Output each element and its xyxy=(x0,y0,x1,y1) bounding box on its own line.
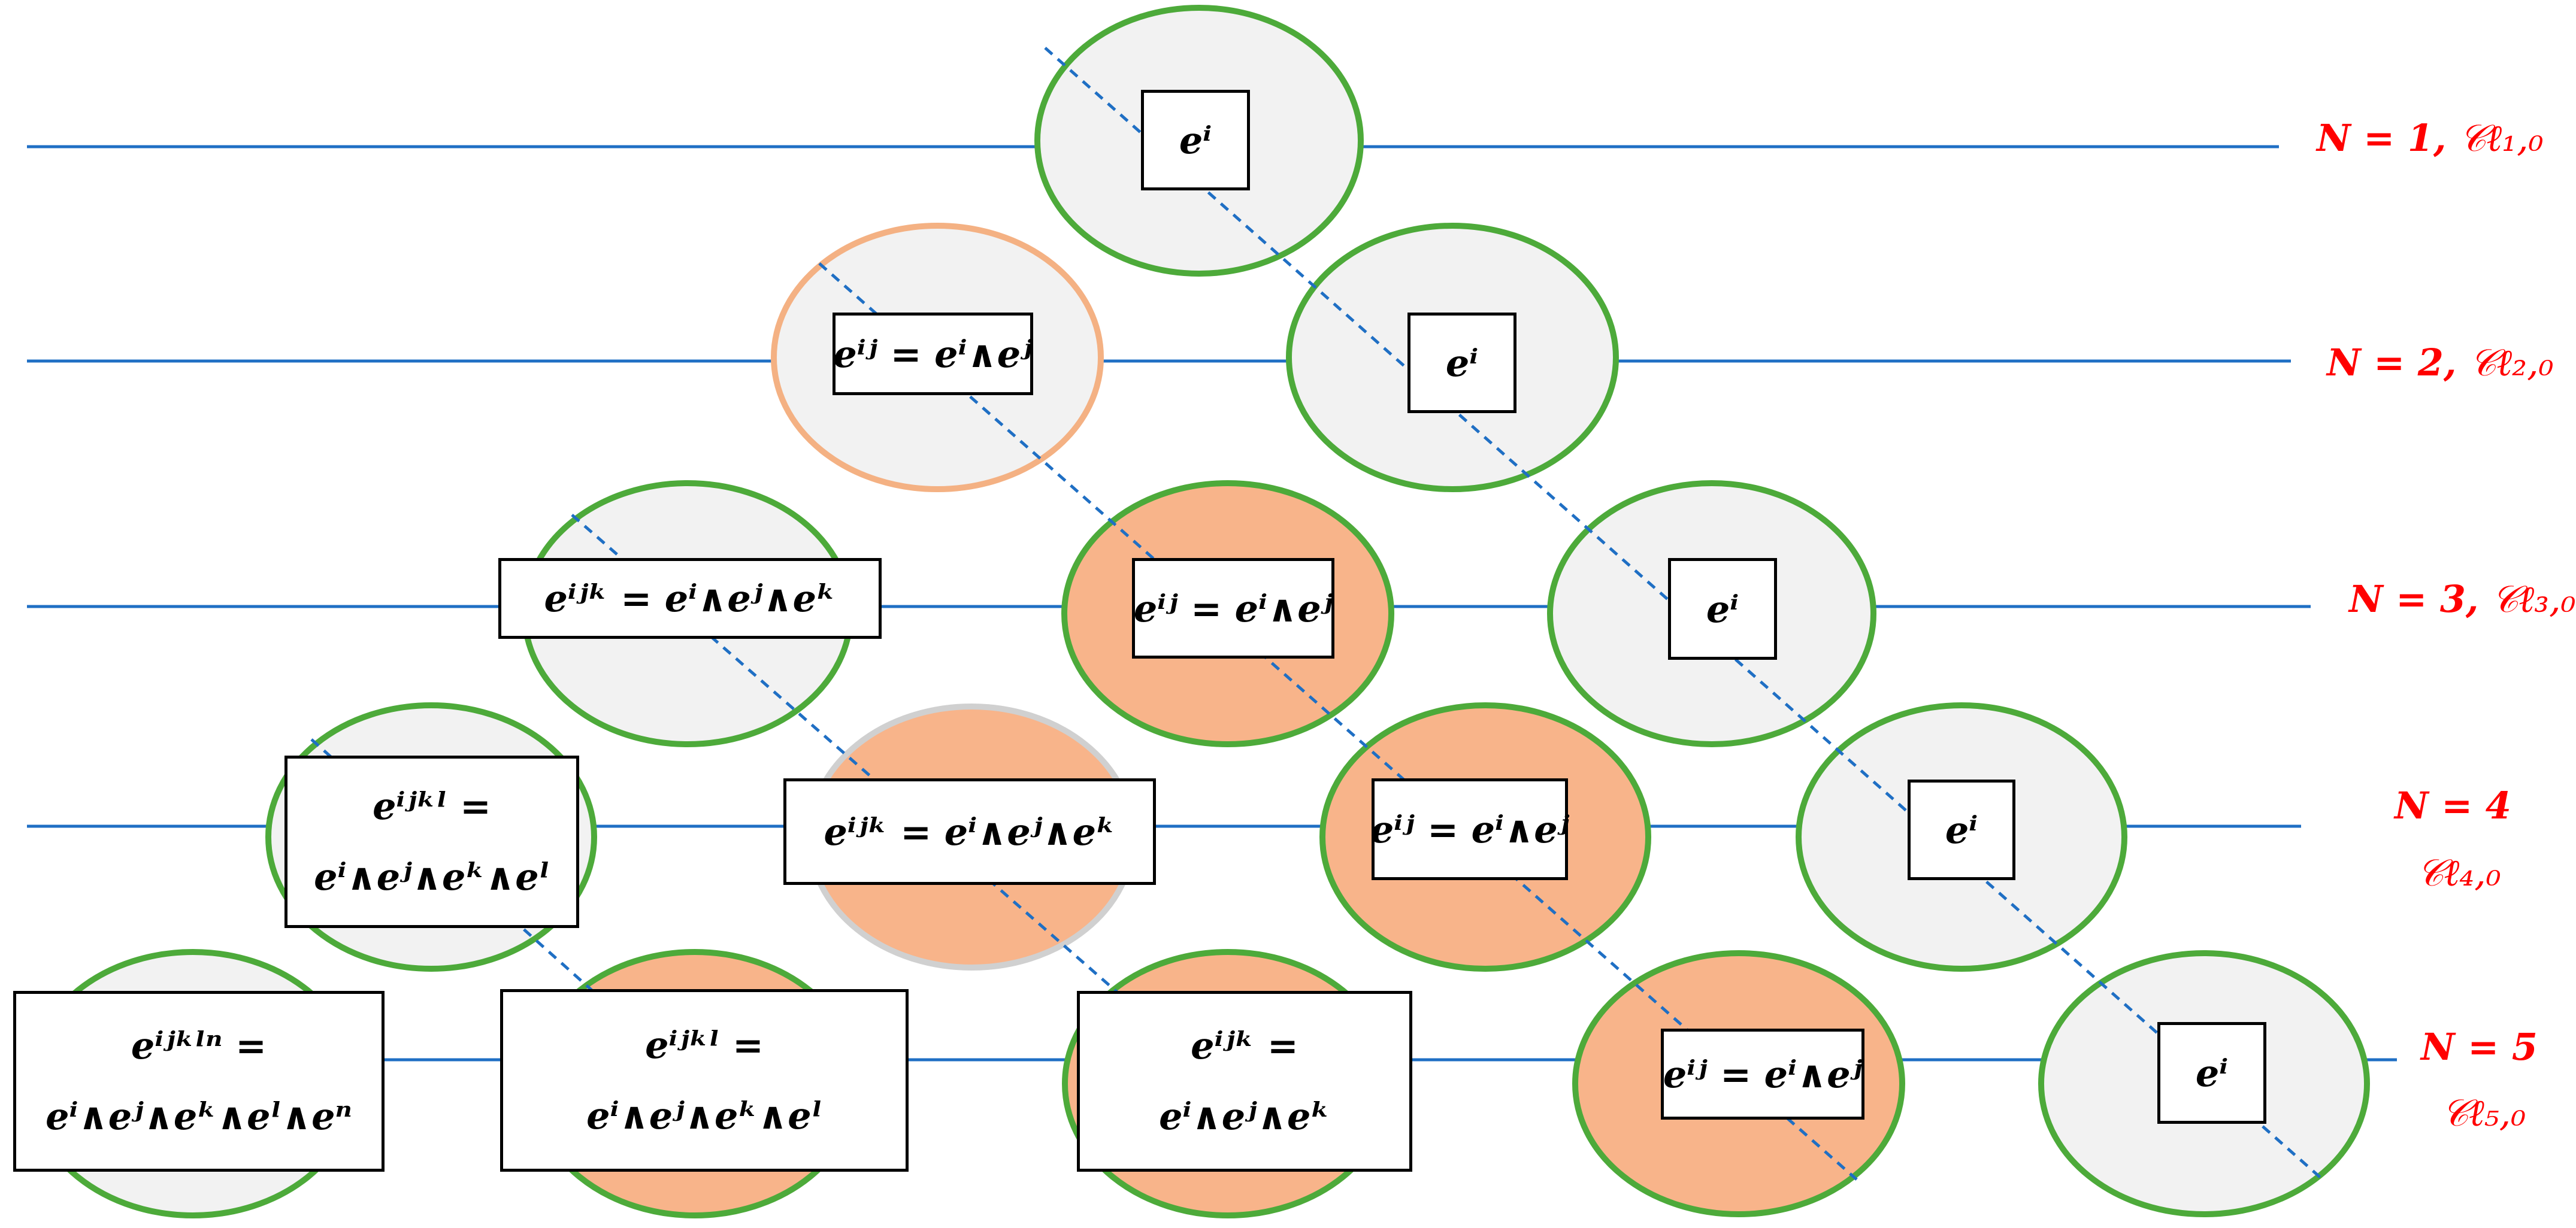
formula-text: eⁱʲ = eⁱ∧eʲ xyxy=(1663,1052,1863,1096)
formula-text: eⁱ xyxy=(1179,118,1212,162)
algebra-label: 𝒞ℓ₃,₀ xyxy=(2492,577,2576,621)
formula-text: eⁱ xyxy=(1706,587,1739,631)
formula-box-n5-quadvector: eⁱʲᵏˡ = eⁱ∧eʲ∧eᵏ∧eˡ xyxy=(500,989,909,1172)
formula-box-n2-bivector: eⁱʲ = eⁱ∧eʲ xyxy=(833,313,1033,395)
formula-box-n3-bivector: eⁱʲ = eⁱ∧eʲ xyxy=(1132,558,1334,659)
formula-text-line2: eⁱ∧eʲ∧eᵏ xyxy=(1159,1094,1330,1138)
formula-text: eⁱʲᵏ = eⁱ∧eʲ∧eᵏ xyxy=(824,809,1116,854)
formula-text: eⁱʲ = eⁱ∧eʲ xyxy=(1370,807,1570,851)
formula-box-n3-basis-vector: eⁱ xyxy=(1668,558,1777,660)
dimension-label: N = 2, xyxy=(2327,341,2457,384)
formula-text: eⁱ xyxy=(2195,1051,2229,1095)
row-label-n5: N = 5 𝒞ℓ₅,₀ xyxy=(2421,1029,2538,1132)
formula-box-n3-trivector: eⁱʲᵏ = eⁱ∧eʲ∧eᵏ xyxy=(498,558,882,639)
algebra-label: 𝒞ℓ₅,₀ xyxy=(2441,1091,2526,1135)
formula-text-line2: eⁱ∧eʲ∧eᵏ∧eˡ∧eⁿ xyxy=(46,1094,352,1138)
formula-box-n4-basis-vector: eⁱ xyxy=(1908,780,2015,880)
dimension-label: N = 5 xyxy=(2421,1025,2538,1069)
formula-box-n5-basis-vector: eⁱ xyxy=(2157,1022,2266,1124)
formula-text-line1: eⁱʲᵏˡⁿ = xyxy=(131,1024,267,1068)
formula-text-line1: eⁱʲᵏ = xyxy=(1191,1024,1298,1068)
formula-text: eⁱʲ = eⁱ∧eʲ xyxy=(1133,586,1333,630)
row-label-n1: N = 1, 𝒞ℓ₁,₀ xyxy=(2317,120,2544,157)
formula-text-line1: eⁱʲᵏˡ = xyxy=(645,1023,764,1067)
formula-box-n5-pentavector: eⁱʲᵏˡⁿ = eⁱ∧eʲ∧eᵏ∧eˡ∧eⁿ xyxy=(13,991,385,1172)
row-label-n4: N = 4 𝒞ℓ₄,₀ xyxy=(2395,787,2511,892)
formula-text: eⁱʲ = eⁱ∧eʲ xyxy=(833,332,1033,376)
formula-box-n4-quadvector: eⁱʲᵏˡ = eⁱ∧eʲ∧eᵏ∧eˡ xyxy=(284,756,579,928)
algebra-label: 𝒞ℓ₄,₀ xyxy=(2417,851,2501,895)
algebra-label: 𝒞ℓ₁,₀ xyxy=(2459,116,2544,160)
formula-text-line1: eⁱʲᵏˡ = xyxy=(373,784,491,829)
formula-box-n1-basis-vector: eⁱ xyxy=(1141,90,1250,190)
formula-text-line2: eⁱ∧eʲ∧eᵏ∧eˡ xyxy=(586,1093,822,1138)
formula-text: eⁱ xyxy=(1445,341,1479,385)
formula-text: eⁱʲᵏ = eⁱ∧eʲ∧eᵏ xyxy=(544,577,836,620)
dimension-label: N = 4 xyxy=(2395,784,2511,827)
formula-text-line2: eⁱ∧eʲ∧eᵏ∧eˡ xyxy=(314,855,550,899)
formula-box-n4-trivector: eⁱʲᵏ = eⁱ∧eʲ∧eᵏ xyxy=(783,778,1156,885)
dimension-label: N = 1, xyxy=(2317,116,2447,160)
formula-box-n4-bivector: eⁱʲ = eⁱ∧eʲ xyxy=(1370,778,1570,880)
row-label-n3: N = 3, 𝒞ℓ₃,₀ xyxy=(2349,581,2576,618)
formula-text: eⁱ xyxy=(1945,808,1978,852)
formula-box-n5-trivector: eⁱʲᵏ = eⁱ∧eʲ∧eᵏ xyxy=(1077,991,1412,1172)
algebra-label: 𝒞ℓ₂,₀ xyxy=(2469,341,2554,384)
formula-box-n5-bivector: eⁱʲ = eⁱ∧eʲ xyxy=(1661,1029,1864,1120)
formula-box-n2-basis-vector: eⁱ xyxy=(1407,313,1516,413)
dimension-label: N = 3, xyxy=(2349,577,2479,621)
row-label-n2: N = 2, 𝒞ℓ₂,₀ xyxy=(2327,344,2554,381)
dashed-diagonal-2 xyxy=(818,262,1858,1181)
